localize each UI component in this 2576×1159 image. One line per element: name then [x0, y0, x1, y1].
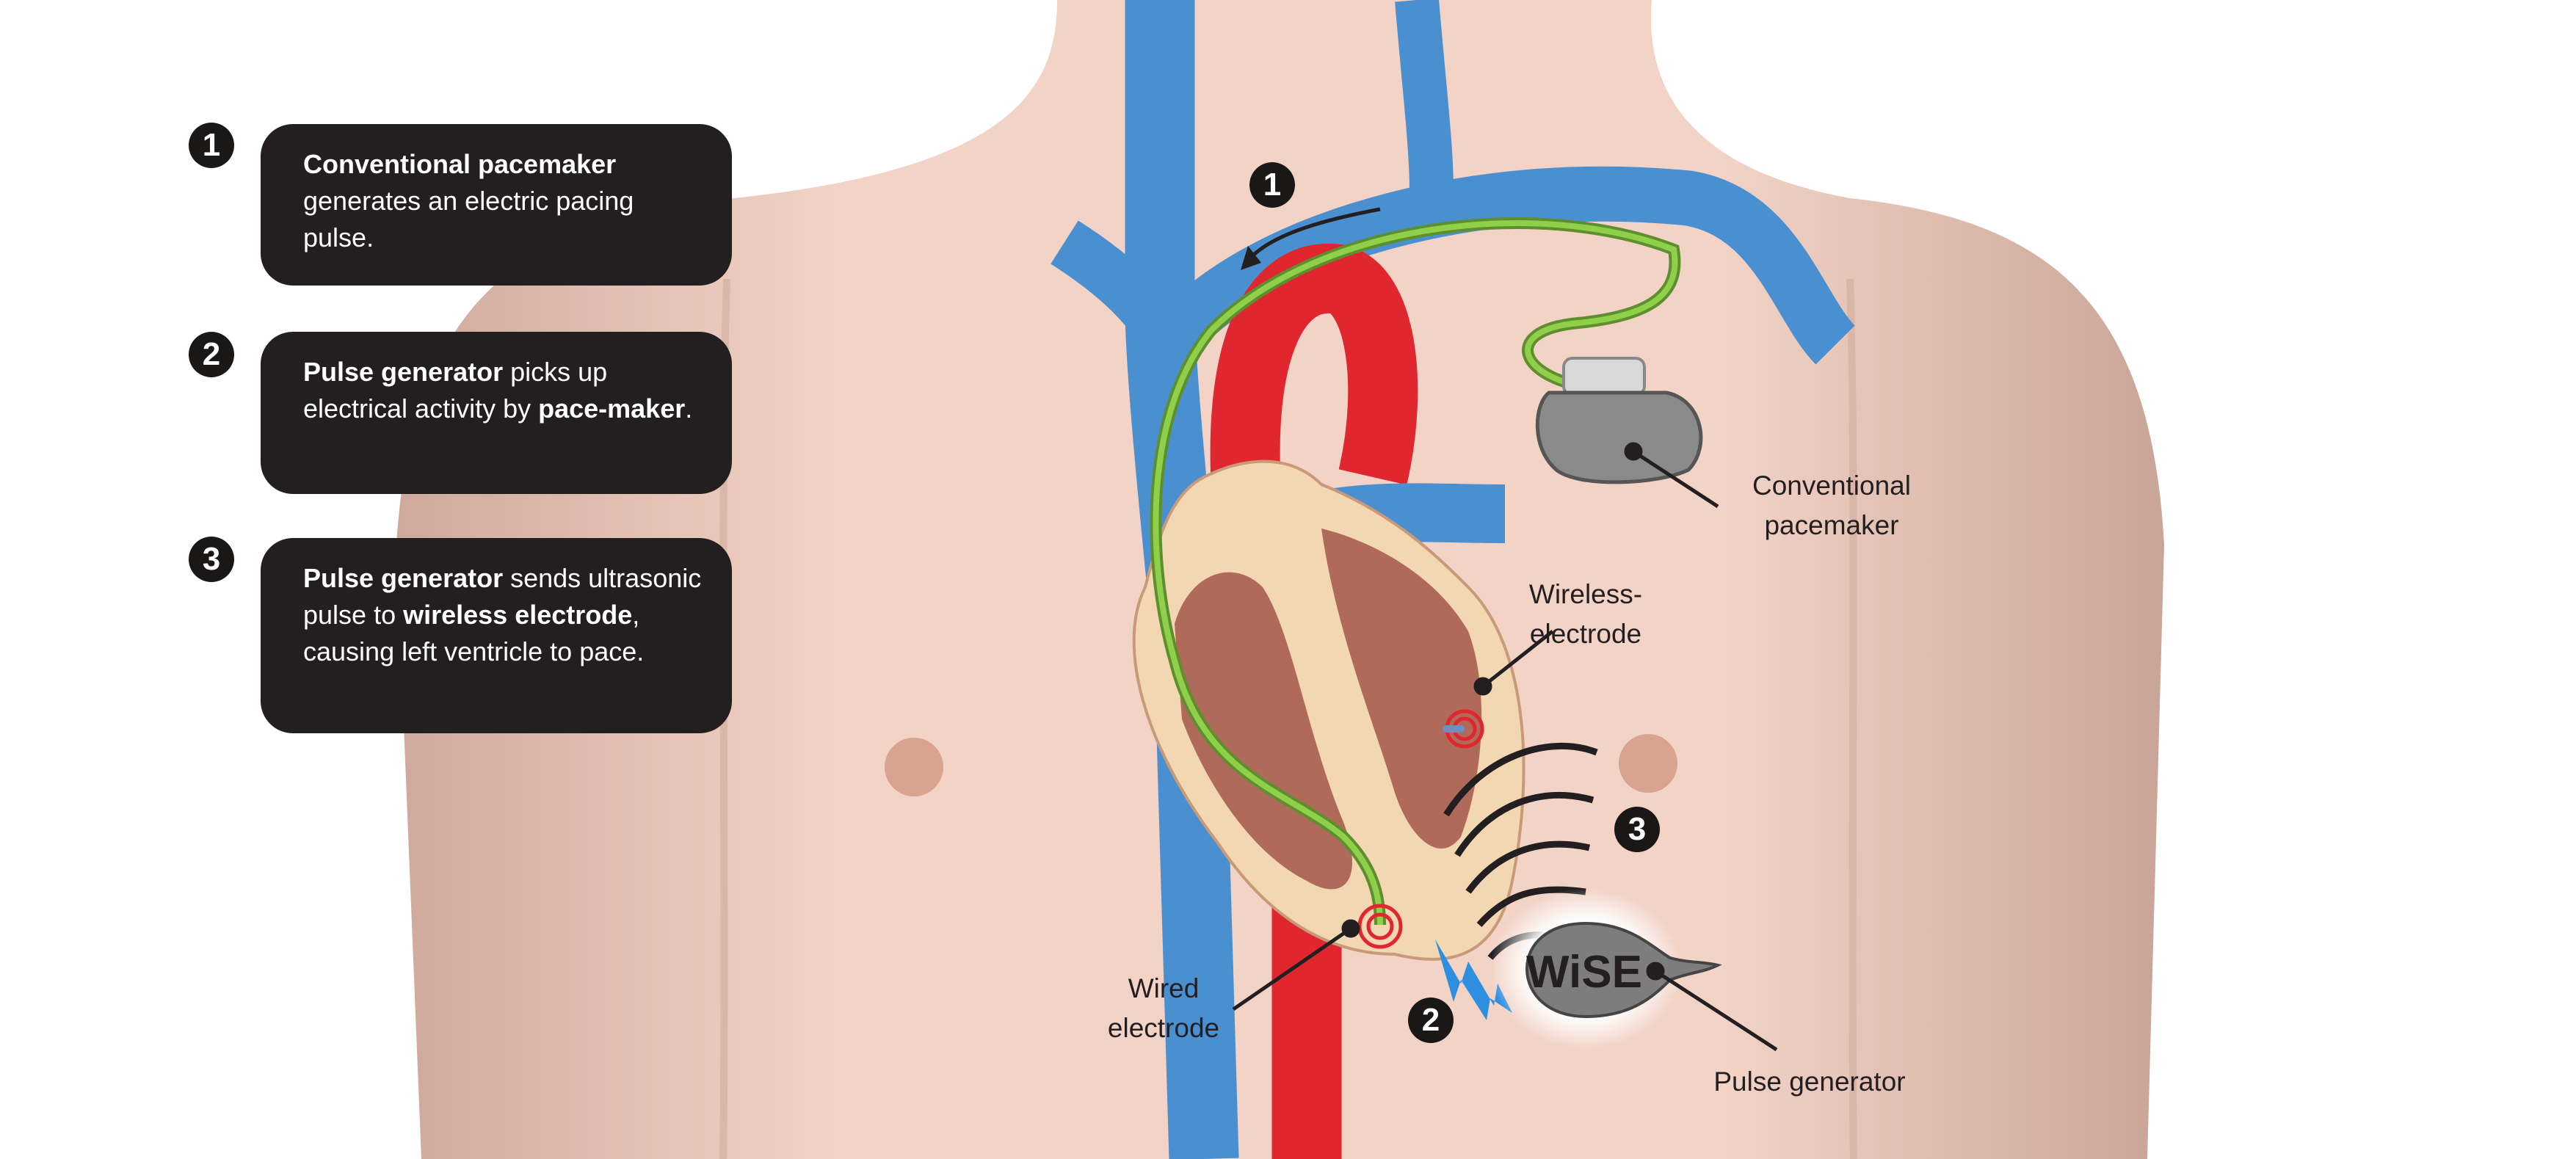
step-2-text-2: .: [685, 393, 693, 424]
flow-arrow-icon: [1247, 207, 1381, 262]
step-1-badge: 1: [189, 123, 234, 168]
arrowhead-icon: [1241, 246, 1261, 270]
arm-crease-right: [1846, 278, 1857, 1159]
step-2-text: picks up electrical activity by: [303, 357, 608, 424]
subclavian-vein: [1145, 166, 1856, 365]
label-wireless-electrode: Wireless- electrode: [1505, 575, 1666, 654]
step-3-text: sends ultrasonic pulse to: [303, 563, 702, 630]
label-line: electrode: [1529, 619, 1642, 649]
step-1-text: generates an electric pacing pulse.: [303, 186, 634, 252]
label-line: Wireless-: [1528, 579, 1643, 609]
wireless-electrode-icon: [1443, 709, 1484, 749]
step-3-description: Pulse generator sends ultrasonic pulse t…: [261, 538, 732, 733]
illustration-badge-1: 1: [1249, 162, 1295, 208]
step-2-bold: Pulse generator: [303, 357, 504, 387]
label-conventional-pacemaker: Conventional pacemaker: [1733, 466, 1931, 545]
electrical-signal-icon: [1435, 940, 1512, 1020]
label-pulse-generator: Pulse generator: [1713, 1067, 1906, 1097]
step-3-bold-2: wireless electrode: [403, 600, 633, 630]
pacemaker-lead-highlight: [1153, 220, 1678, 926]
conventional-pacemaker-device: [1535, 390, 1703, 484]
step-2-description: Pulse generator picks up electrical acti…: [261, 332, 732, 494]
heart-chambers: [1175, 528, 1482, 890]
nipple-left: [885, 738, 943, 796]
pulse-generator-device: [1525, 921, 1722, 1019]
illustration-badge-2: 2: [1408, 998, 1454, 1043]
label-wired-electrode: Wired electrode: [1086, 969, 1241, 1048]
step-3-bold: Pulse generator: [303, 563, 504, 593]
step-2-badge: 2: [189, 332, 234, 377]
neck-vein: [1395, 0, 1454, 192]
label-line: Conventional: [1752, 470, 1911, 501]
label-line: electrode: [1107, 1013, 1220, 1043]
step-1-description: Conventional pacemaker generates an elec…: [261, 124, 732, 286]
leader-lines: [1232, 442, 1778, 1052]
step-3-text-2: , causing left ventricle to pace.: [303, 600, 645, 666]
label-line: pacemaker: [1764, 510, 1899, 540]
device-brand-logo: WiSE: [1526, 947, 1642, 998]
step-1-bold: Conventional pacemaker: [303, 149, 617, 179]
illustration-badge-3: 3: [1614, 807, 1660, 852]
step-2-bold-2: pace-maker: [538, 393, 686, 424]
nipple-right: [1619, 734, 1677, 793]
step-3-badge: 3: [189, 537, 234, 582]
label-line: Wired: [1128, 973, 1200, 1003]
pacemaker-connector: [1562, 357, 1646, 396]
